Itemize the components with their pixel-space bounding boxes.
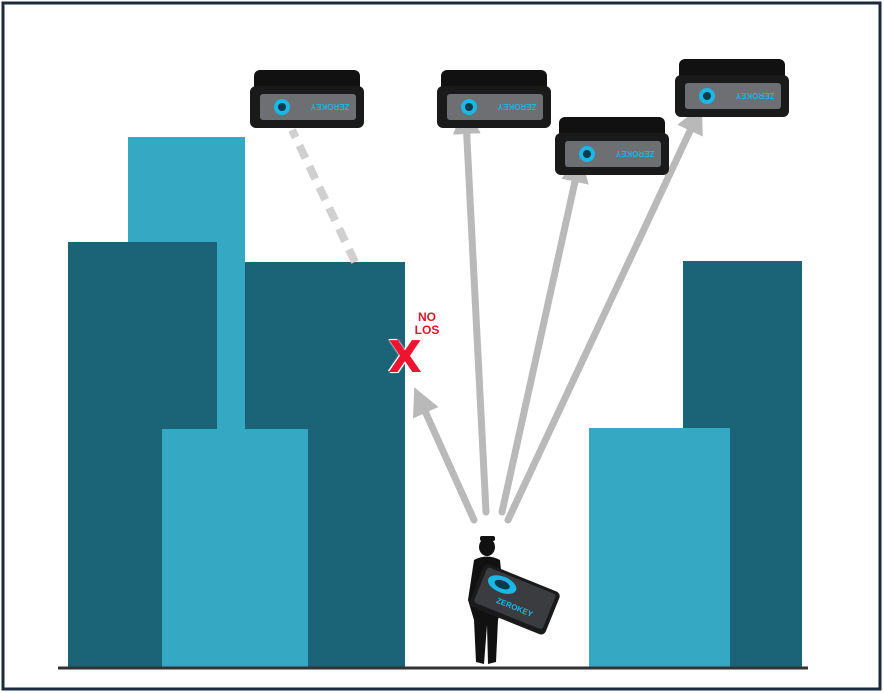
arrow-anchor-4 — [504, 105, 703, 524]
blocked-x-icon: X — [388, 332, 422, 383]
no-los-line2: LOS — [414, 323, 440, 337]
tag-tablet: ZEROKEY — [469, 564, 560, 635]
anchor-device-4 — [675, 59, 789, 117]
blocked-signal-dashed — [288, 128, 359, 264]
arrow-anchor-2 — [452, 106, 490, 516]
anchor-device-1 — [250, 70, 364, 128]
no-los-label: NO LOS — [405, 311, 449, 337]
arrow-blocked — [412, 387, 478, 524]
arrow-anchor-3 — [498, 154, 589, 516]
anchor-device-3 — [555, 117, 669, 175]
building-light-right — [589, 428, 730, 668]
building-light-front — [162, 429, 308, 668]
no-los-line1: NO — [418, 310, 436, 324]
anchor-device-2 — [437, 70, 551, 128]
